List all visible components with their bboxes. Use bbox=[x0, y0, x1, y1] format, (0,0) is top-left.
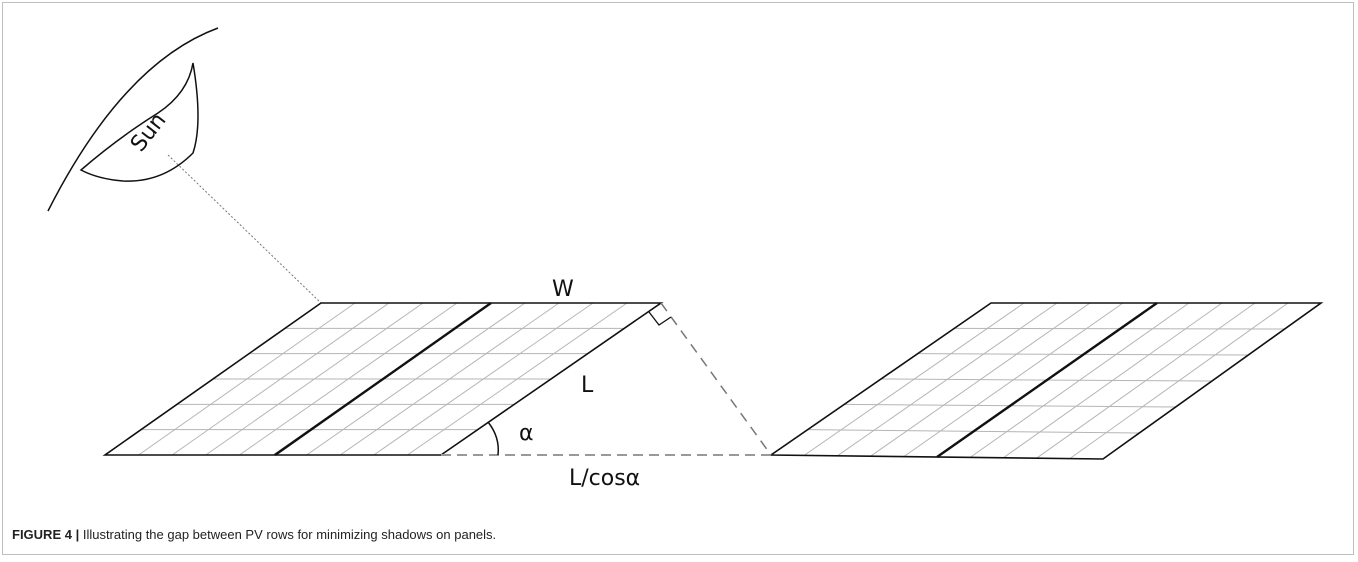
sun-shape bbox=[79, 62, 199, 182]
figure-frame: Sun W L α L/cosα bbox=[2, 2, 1354, 555]
caption-text: Illustrating the gap between PV rows for… bbox=[82, 527, 497, 542]
angle-arc bbox=[487, 421, 500, 456]
length-label: L bbox=[581, 373, 594, 398]
sun-label: Sun bbox=[126, 108, 171, 156]
right-pv-panel bbox=[768, 302, 1324, 460]
width-label: W bbox=[552, 277, 574, 302]
sky-arc bbox=[47, 27, 219, 212]
figure-caption: FIGURE 4 | Illustrating the gap between … bbox=[12, 527, 496, 542]
gap-label: L/cosα bbox=[569, 466, 640, 491]
left-pv-panel bbox=[102, 302, 664, 456]
pv-row-spacing-diagram: Sun W L α L/cosα bbox=[47, 27, 1324, 491]
figure-number: FIGURE 4 | bbox=[12, 527, 80, 542]
sun-ray bbox=[167, 154, 322, 304]
shadow-projection-line bbox=[660, 302, 772, 456]
right-angle-marker bbox=[648, 311, 672, 326]
angle-label: α bbox=[519, 421, 534, 446]
